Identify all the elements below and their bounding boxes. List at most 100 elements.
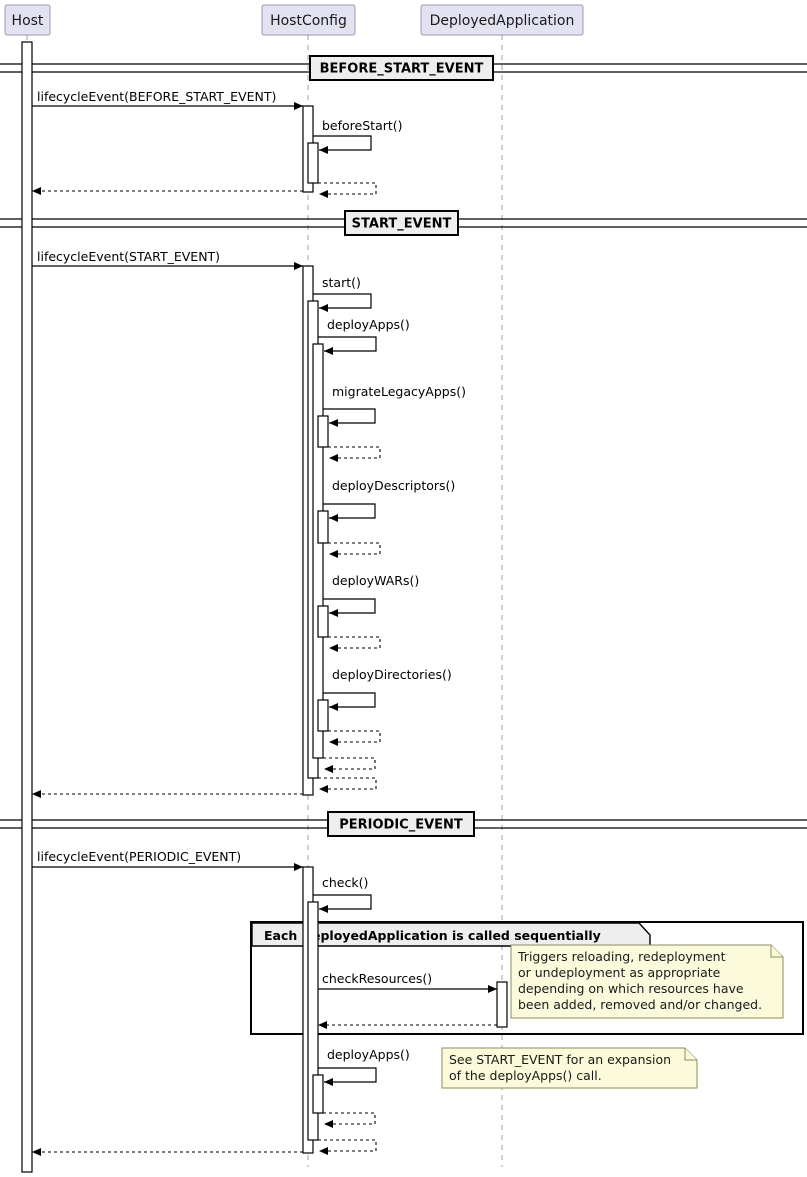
divider-label: PERIODIC_EVENT xyxy=(339,818,463,833)
note-body xyxy=(510,944,784,1019)
note-line: been added, removed and/or changed. xyxy=(518,997,762,1012)
frames-layer: Each DeployedApplication is called seque… xyxy=(250,921,804,1035)
divider-label: START_EVENT xyxy=(352,217,452,232)
msg-deploy-wars: deployWARs() xyxy=(323,573,419,617)
dividers-layer: BEFORE_START_EVENT START_EVENT PERIODIC_EV… xyxy=(0,55,807,837)
note-fold-corner xyxy=(684,1048,697,1061)
self-message-arrow xyxy=(313,135,372,154)
frame-label: Each DeployedApplication is called seque… xyxy=(264,928,601,943)
self-message-arrow xyxy=(323,598,376,617)
message-label: deployApps() xyxy=(327,1047,410,1062)
msg-deploy-wars-return xyxy=(328,636,381,652)
participant-label: HostConfig xyxy=(270,13,347,29)
act-config-pe-l2 xyxy=(312,1074,324,1114)
messages-layer: lifecycleEvent(BEFORE_START_EVENT)before… xyxy=(32,89,497,1156)
msg-before-start-return xyxy=(318,182,377,198)
self-message-arrow xyxy=(323,503,376,522)
participant-label: Host xyxy=(12,13,44,29)
frame-border xyxy=(250,921,804,1035)
act-config-dd-l3 xyxy=(317,510,329,544)
self-message-arrow xyxy=(328,542,381,558)
divider-before-start: BEFORE_START_EVENT xyxy=(0,55,807,81)
self-message-arrow xyxy=(313,293,372,312)
lifelines-layer xyxy=(26,35,503,1167)
self-message-arrow xyxy=(318,336,377,355)
msg-start-return xyxy=(318,777,377,793)
message-label: lifecycleEvent(PERIODIC_EVENT) xyxy=(37,849,241,864)
participant-label: DeployedApplication xyxy=(430,13,575,29)
msg-deploy-directories-return xyxy=(328,730,381,746)
msg-lifecycle-start: lifecycleEvent(START_EVENT) xyxy=(32,249,303,270)
message-label: lifecycleEvent(START_EVENT) xyxy=(37,249,220,264)
message-label: deployDirectories() xyxy=(332,667,452,682)
msg-check-return xyxy=(318,1139,377,1155)
msg-migrate-legacy-apps: migrateLegacyApps() xyxy=(323,384,466,427)
divider-box xyxy=(344,210,459,236)
msg-deploy-apps-periodic: deployApps() xyxy=(318,1047,410,1086)
frame-loop-deployed-application: Each DeployedApplication is called seque… xyxy=(250,921,804,1035)
msg-deploy-apps-periodic-return xyxy=(323,1112,376,1128)
self-message-arrow xyxy=(318,777,377,793)
message-label: deployApps() xyxy=(327,317,410,332)
msg-deploy-apps-return xyxy=(323,757,376,773)
msg-deploy-directories: deployDirectories() xyxy=(323,667,452,711)
self-message-arrow xyxy=(323,692,376,711)
msg-migrate-legacy-return xyxy=(328,446,381,462)
divider-label: BEFORE_START_EVENT xyxy=(320,62,484,77)
self-message-arrow xyxy=(318,1067,377,1086)
note-fold-corner xyxy=(770,945,783,958)
self-message-arrow xyxy=(318,1139,377,1155)
self-message-arrow xyxy=(328,446,381,462)
message-label: lifecycleEvent(BEFORE_START_EVENT) xyxy=(37,89,276,104)
divider-box xyxy=(309,55,494,81)
msg-deploy-descriptors: deployDescriptors() xyxy=(323,478,455,522)
participant-deploy[interactable]: DeployedApplication xyxy=(420,4,584,36)
msg-check: check() xyxy=(313,875,372,913)
note-line: depending on which resources have xyxy=(518,981,744,996)
act-config-ddir-l3 xyxy=(317,699,329,732)
note-line: Triggers reloading, redeployment xyxy=(517,949,726,964)
message-label: check() xyxy=(322,875,368,890)
message-label: deployWARs() xyxy=(332,573,419,588)
note-body xyxy=(441,1047,698,1089)
act-host-main xyxy=(21,41,33,1173)
msg-lifecycle-before-start: lifecycleEvent(BEFORE_START_EVENT) xyxy=(32,89,303,110)
self-message-arrow xyxy=(323,408,376,427)
message-label: beforeStart() xyxy=(322,118,403,133)
participant-host[interactable]: Host xyxy=(4,4,51,36)
self-message-arrow xyxy=(318,182,377,198)
self-message-arrow xyxy=(328,636,381,652)
self-message-arrow xyxy=(328,730,381,746)
participant-box[interactable] xyxy=(420,4,584,36)
act-config-bs-l1 xyxy=(307,142,319,184)
participant-config[interactable]: HostConfig xyxy=(261,4,356,36)
participant-box[interactable] xyxy=(4,4,51,36)
divider-start: START_EVENT xyxy=(0,210,807,236)
msg-start: start() xyxy=(313,275,372,312)
msg-deploy-apps: deployApps() xyxy=(318,317,410,355)
message-label: deployDescriptors() xyxy=(332,478,455,493)
msg-check-resources: checkResources() xyxy=(318,971,497,993)
message-label: start() xyxy=(322,275,361,290)
message-label: checkResources() xyxy=(322,971,432,986)
participants-layer: Host HostConfig DeployedApplication xyxy=(4,4,584,36)
message-label: migrateLegacyApps() xyxy=(332,384,466,399)
frame-tab xyxy=(251,922,651,947)
divider-box xyxy=(327,811,475,837)
act-config-dw-l3 xyxy=(317,605,329,638)
act-config-st-l2 xyxy=(312,343,324,759)
note-line: See START_EVENT for an expansion xyxy=(449,1052,671,1067)
participant-box[interactable] xyxy=(261,4,356,36)
msg-lifecycle-periodic: lifecycleEvent(PERIODIC_EVENT) xyxy=(32,849,303,871)
msg-deploy-descriptors-return xyxy=(328,542,381,558)
act-deploy-cr xyxy=(496,981,508,1028)
note-line: or undeployment as appropriate xyxy=(518,965,721,980)
msg-before-start: beforeStart() xyxy=(313,118,403,154)
divider-periodic: PERIODIC_EVENT xyxy=(0,811,807,837)
self-message-arrow xyxy=(313,894,372,913)
note-line: of the deployApps() call. xyxy=(449,1068,602,1083)
